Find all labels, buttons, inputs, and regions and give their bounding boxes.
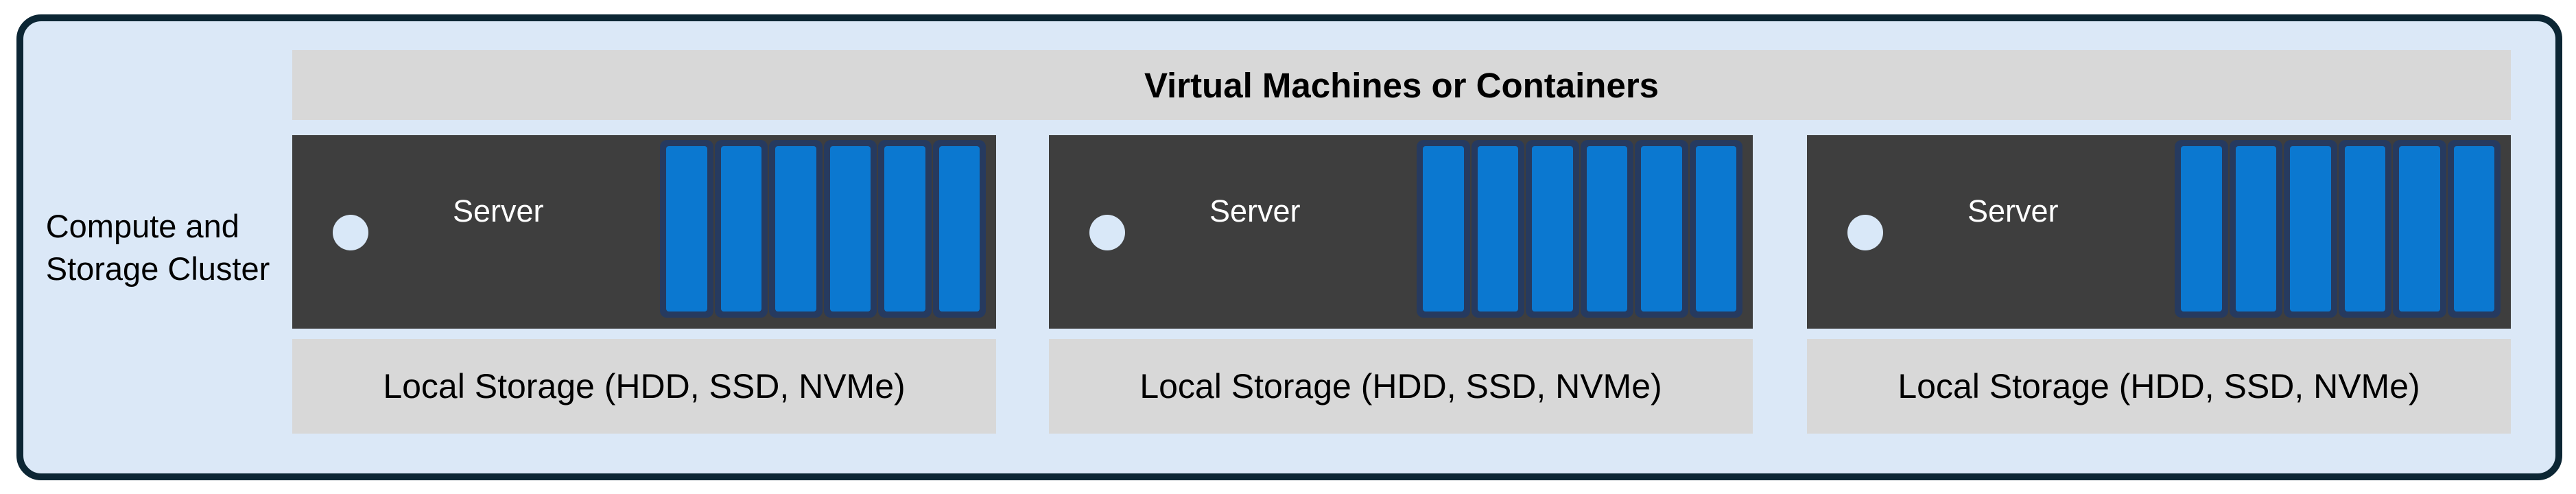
disk-slat <box>1635 140 1688 318</box>
disk-slat <box>769 140 823 318</box>
server-led-icon <box>333 215 368 250</box>
disk-slat-platter <box>2181 146 2222 311</box>
disk-slat-platter <box>2453 146 2494 311</box>
disk-slat <box>2447 140 2501 318</box>
disk-slat <box>660 140 713 318</box>
disk-slat-platter <box>1423 146 1464 311</box>
disk-slat <box>1417 140 1470 318</box>
server-label: Server <box>1209 193 1301 228</box>
local-storage-bar: Local Storage (HDD, SSD, NVMe) <box>292 339 996 434</box>
disk-slat <box>2229 140 2282 318</box>
disk-slat <box>823 140 877 318</box>
local-storage-bar: Local Storage (HDD, SSD, NVMe) <box>1807 339 2511 434</box>
disk-slat <box>1580 140 1633 318</box>
disk-slat-platter <box>1477 146 1518 311</box>
disk-slat <box>1471 140 1524 318</box>
server-box: Server <box>1049 135 1753 329</box>
cluster-label: Compute and Storage Cluster <box>45 208 270 287</box>
server-box: Server <box>1807 135 2511 329</box>
disk-slat-platter <box>1532 146 1573 311</box>
disk-slat-platter <box>1641 146 1682 311</box>
disk-slat-platter <box>2290 146 2331 311</box>
disk-slat-platter <box>1695 146 1736 311</box>
disk-array <box>1417 140 1742 318</box>
disk-slat-platter <box>1586 146 1627 311</box>
compute-storage-cluster: Compute and Storage Cluster Virtual Mach… <box>16 14 2562 480</box>
vm-containers-title: Virtual Machines or Containers <box>1144 65 1659 105</box>
server-led-icon <box>1847 215 1883 250</box>
disk-slat <box>2284 140 2337 318</box>
disk-slat-platter <box>2399 146 2440 311</box>
disk-slat-platter <box>2235 146 2276 311</box>
disk-slat-platter <box>2344 146 2385 311</box>
disk-slat-platter <box>775 146 816 311</box>
disk-slat <box>714 140 768 318</box>
local-storage-label: Local Storage (HDD, SSD, NVMe) <box>383 367 906 405</box>
local-storage-label: Local Storage (HDD, SSD, NVMe) <box>1898 367 2420 405</box>
server-led-icon <box>1089 215 1125 250</box>
server-label: Server <box>453 193 544 228</box>
vm-containers-bar: Virtual Machines or Containers <box>292 50 2511 120</box>
disk-slat <box>2175 140 2228 318</box>
disk-slat <box>878 140 932 318</box>
disk-array <box>2175 140 2501 318</box>
disk-slat <box>932 140 986 318</box>
server-box: Server <box>292 135 996 329</box>
disk-slat-platter <box>720 146 761 311</box>
disk-array <box>660 140 986 318</box>
disk-slat <box>1526 140 1579 318</box>
cluster-label-area: Compute and Storage Cluster <box>23 21 292 473</box>
disk-slat <box>2393 140 2446 318</box>
disk-slat-platter <box>884 146 925 311</box>
server-label: Server <box>1968 193 2059 228</box>
disk-slat-platter <box>938 146 980 311</box>
disk-slat <box>2338 140 2391 318</box>
disk-slat-platter <box>666 146 707 311</box>
disk-slat-platter <box>829 146 871 311</box>
disk-slat <box>1689 140 1742 318</box>
local-storage-bar: Local Storage (HDD, SSD, NVMe) <box>1049 339 1753 434</box>
local-storage-label: Local Storage (HDD, SSD, NVMe) <box>1139 367 1662 405</box>
